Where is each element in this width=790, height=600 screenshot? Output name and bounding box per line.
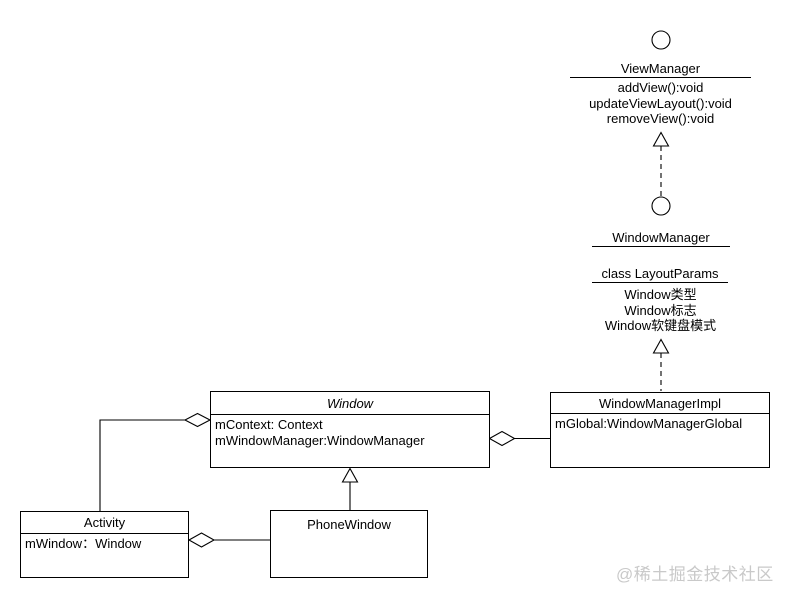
method-updateviewlayout: updateViewLayout():void bbox=[589, 95, 732, 111]
aggregation-diamond-window-right bbox=[488, 430, 516, 447]
layoutparams-attr-window-type: Window类型 bbox=[624, 287, 697, 302]
layoutparams-title: class LayoutParams bbox=[592, 266, 728, 283]
method-removeview: removeView():void bbox=[606, 111, 715, 126]
attr-mglobal: mGlobal:WindowManagerGlobal bbox=[555, 416, 743, 431]
generalization-arrowhead-window bbox=[341, 467, 359, 483]
watermark-text: @稀土掘金技术社区 bbox=[616, 565, 774, 584]
class-activity-title: Activity bbox=[21, 512, 188, 534]
interface-viewmanager-name: ViewManager bbox=[570, 61, 751, 78]
attr-mwindow: mWindow：Window bbox=[25, 536, 142, 551]
method-addview: addView():void bbox=[617, 80, 704, 95]
aggregation-diamond-window-left bbox=[183, 412, 212, 428]
realization-arrowhead-layoutparams bbox=[652, 338, 670, 354]
class-box-windowmanagerimpl: WindowManagerImpl mGlobal:WindowManagerG… bbox=[550, 392, 770, 468]
interface-circle-viewmanager bbox=[651, 30, 671, 50]
interface-circle-windowmanager bbox=[651, 196, 671, 216]
class-box-window: Window mContext: Context mWindowManager:… bbox=[210, 391, 490, 468]
interface-viewmanager-methods: addView():void updateViewLayout():void r… bbox=[545, 80, 776, 127]
class-box-activity: Activity mWindow：Window bbox=[20, 511, 189, 578]
layoutparams-attributes: Window类型 Window标志 Window软键盘模式 bbox=[570, 287, 751, 334]
aggregation-diamond-activity-right bbox=[187, 532, 216, 548]
interface-windowmanager-name: WindowManager bbox=[592, 230, 730, 247]
layoutparams-attr-window-flag: Window标志 bbox=[624, 302, 697, 318]
class-window-attributes: mContext: Context mWindowManager:WindowM… bbox=[211, 415, 489, 448]
class-box-phonewindow: PhoneWindow bbox=[270, 510, 428, 578]
class-windowmanagerimpl-attributes: mGlobal:WindowManagerGlobal bbox=[551, 414, 769, 432]
class-phonewindow-title: PhoneWindow bbox=[307, 517, 391, 532]
attr-mwindowmanager: mWindowManager:WindowManager bbox=[215, 432, 425, 448]
realization-arrowhead-viewmanager bbox=[652, 131, 670, 147]
aggregation-line-window-activity bbox=[99, 419, 185, 511]
attr-mcontext: mContext: Context bbox=[215, 417, 323, 432]
class-window-title: Window bbox=[211, 392, 489, 415]
layoutparams-attr-window-softkeyboard: Window软键盘模式 bbox=[604, 318, 717, 333]
class-activity-attributes: mWindow：Window bbox=[21, 534, 188, 552]
class-windowmanagerimpl-title: WindowManagerImpl bbox=[551, 393, 769, 414]
